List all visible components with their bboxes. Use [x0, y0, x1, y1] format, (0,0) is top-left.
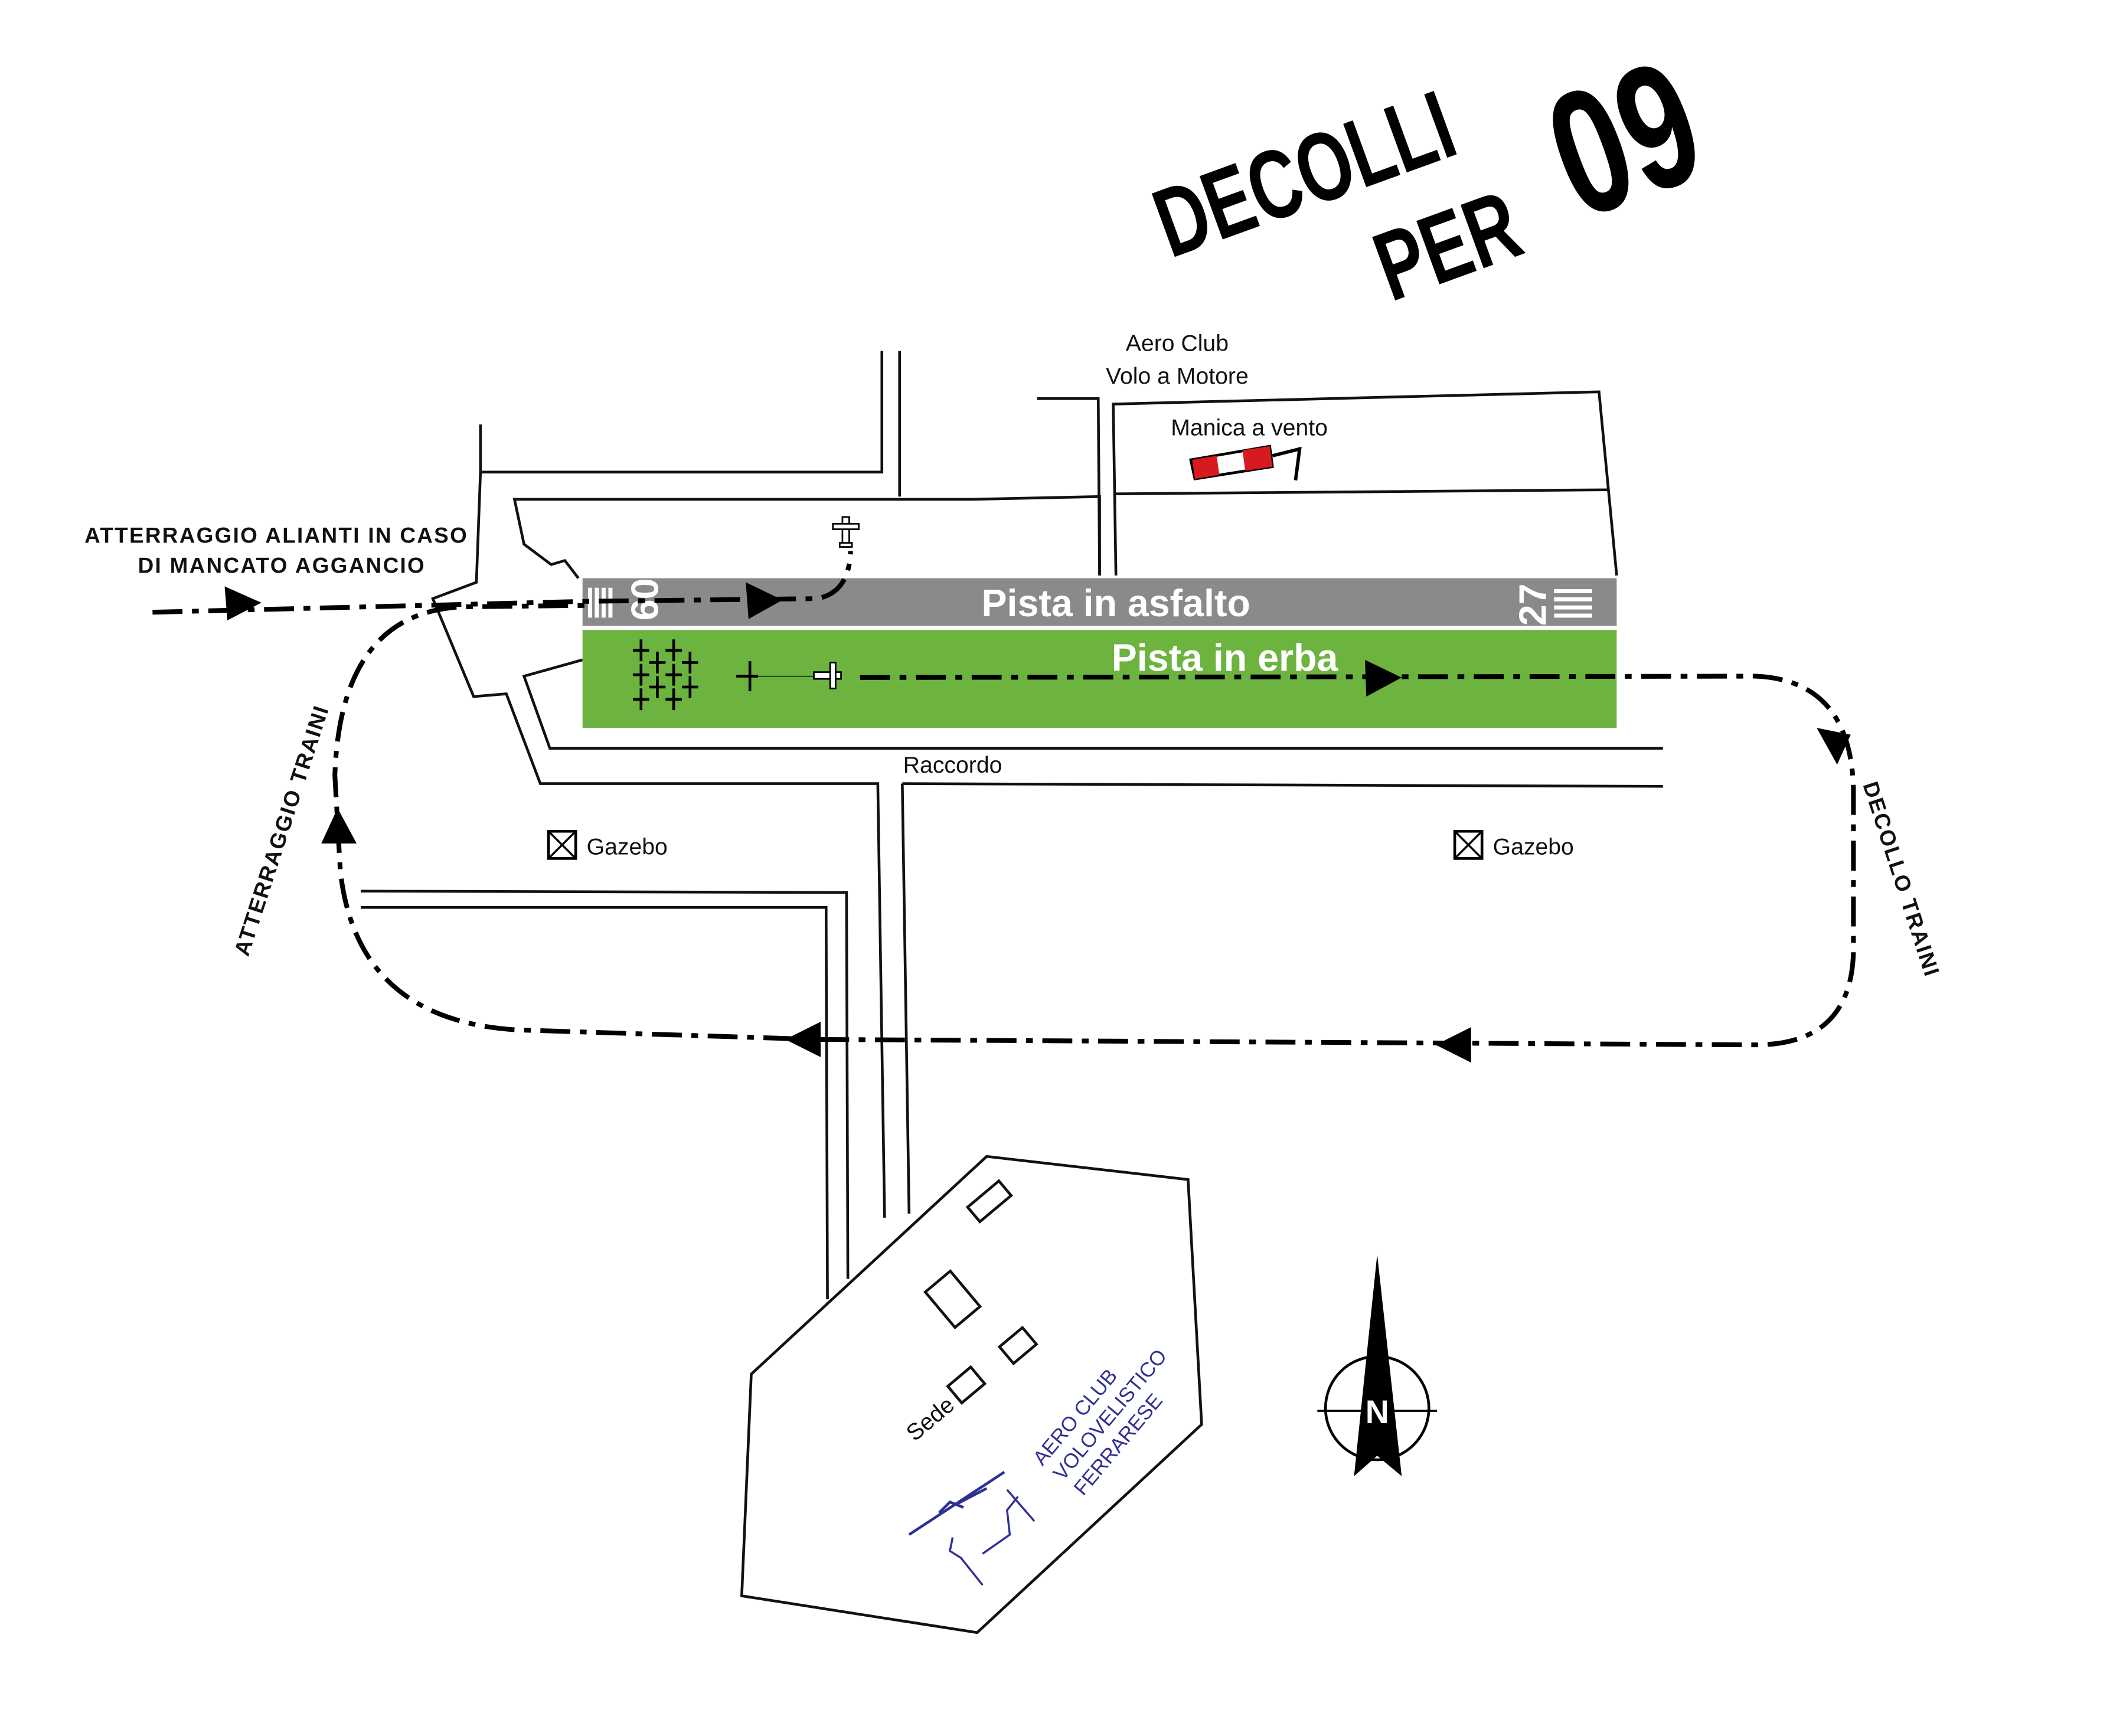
sede-building [946, 1365, 987, 1405]
arrow-left-icon [785, 1021, 821, 1057]
compass-north-label: N [1366, 1394, 1389, 1430]
gazebo-icon [1453, 829, 1484, 860]
windsock-label: Manica a vento [1171, 416, 1328, 441]
glider-icon [736, 661, 759, 691]
asphalt-runway-label: Pista in asfalto [982, 582, 1250, 625]
gazebo-label: Gazebo [587, 834, 668, 859]
title: DECOLLI PER 09 [1140, 22, 1724, 322]
runway-heading-27: 27 [1512, 583, 1554, 626]
runway-asphalt: 09 Pista in asfalto 27 [582, 578, 1617, 626]
sede-compound: Sede AERO CLUB VOLOVELISTICO FERRARESE [740, 1155, 1203, 1634]
gazebo-right: Gazebo [1453, 829, 1574, 860]
glider-landing-label-1: ATTERRAGGIO ALIANTI IN CASO [84, 524, 468, 548]
gazebo-left: Gazebo [547, 829, 668, 860]
plane-icon [832, 516, 860, 548]
tow-plane-icon [813, 662, 842, 689]
tow-landing-label: ATTERRAGGIO TRAINI [230, 702, 334, 959]
flight-routes [152, 551, 1856, 1063]
glider-landing-route [152, 551, 853, 615]
building [965, 1179, 1013, 1224]
arrow-right-icon [746, 582, 783, 619]
aero-club-label-2: Volo a Motore [1106, 364, 1249, 389]
glider-landing-label-2: DI MANCATO AGGANCIO [138, 553, 426, 577]
north-compass-icon: N [1317, 1254, 1438, 1476]
gazebo-label: Gazebo [1493, 834, 1574, 859]
roads [360, 351, 1663, 1300]
windsock-icon [1189, 444, 1302, 480]
building [997, 1325, 1038, 1366]
grass-runway-label: Pista in erba [1112, 636, 1339, 679]
title-runway-number: 09 [1524, 22, 1725, 256]
arrow-left-icon [1435, 1027, 1471, 1063]
arrow-right-icon [1364, 659, 1402, 697]
raccordo-label: Raccordo [903, 753, 1002, 778]
building [923, 1269, 982, 1330]
arrow-up-icon [321, 808, 357, 844]
aero-club-label-1: Aero Club [1126, 331, 1229, 357]
gazebo-icon [547, 829, 577, 860]
arrow-right-icon [224, 586, 262, 621]
tow-takeoff-label: DECOLLO TRAINI [1859, 779, 1945, 980]
club-logo: AERO CLUB VOLOVELISTICO FERRARESE [908, 1345, 1171, 1586]
threshold-marks-east-icon [1554, 589, 1592, 618]
sede-label: Sede [902, 1392, 959, 1446]
arrow-down-icon [1817, 728, 1851, 765]
